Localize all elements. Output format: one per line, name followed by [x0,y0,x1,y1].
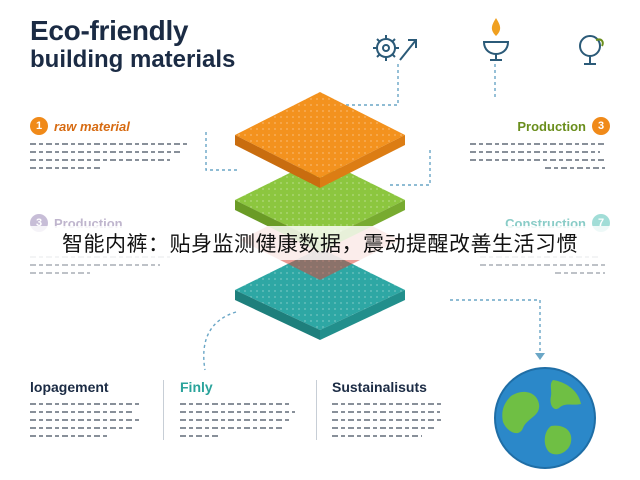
step-number-badge: 3 [592,117,610,135]
globe-icon [494,367,596,469]
illegible-text [332,403,462,437]
diagram-title: Eco-friendly building materials [30,16,330,74]
step-number-badge: 1 [30,117,48,135]
flame-icon [482,18,510,61]
step-production: Production 3 [470,117,610,175]
step-raw-material: 1 raw material [30,117,200,175]
illegible-text [180,403,310,437]
layer-teal [235,248,405,340]
column-divider [316,380,317,440]
illegible-text [30,143,200,169]
title-line-1: Eco-friendly [30,15,189,46]
illegible-text [470,143,610,169]
column-management: lopagement [30,379,160,443]
title-line-2: building materials [30,46,236,73]
column-divider [163,380,164,440]
column-heading: Sustainalisuts [332,379,427,395]
arrow-icon [399,39,417,61]
illegible-text [30,403,160,437]
layer-orange [235,92,405,188]
layer-stack [235,92,405,340]
column-heading: lopagement [30,379,109,395]
step-label: Production [517,118,586,134]
column-finly: Finly [180,379,310,443]
globe-leaf-icon [579,35,604,65]
column-heading: Finly [180,379,213,395]
overlay-caption: 智能内裤：贴身监测健康数据，震动提醒改善生活习惯 [0,226,640,260]
column-sustainability: Sustainalisuts [332,379,462,443]
step-label: raw material [54,118,130,134]
gears-icon [373,35,399,61]
